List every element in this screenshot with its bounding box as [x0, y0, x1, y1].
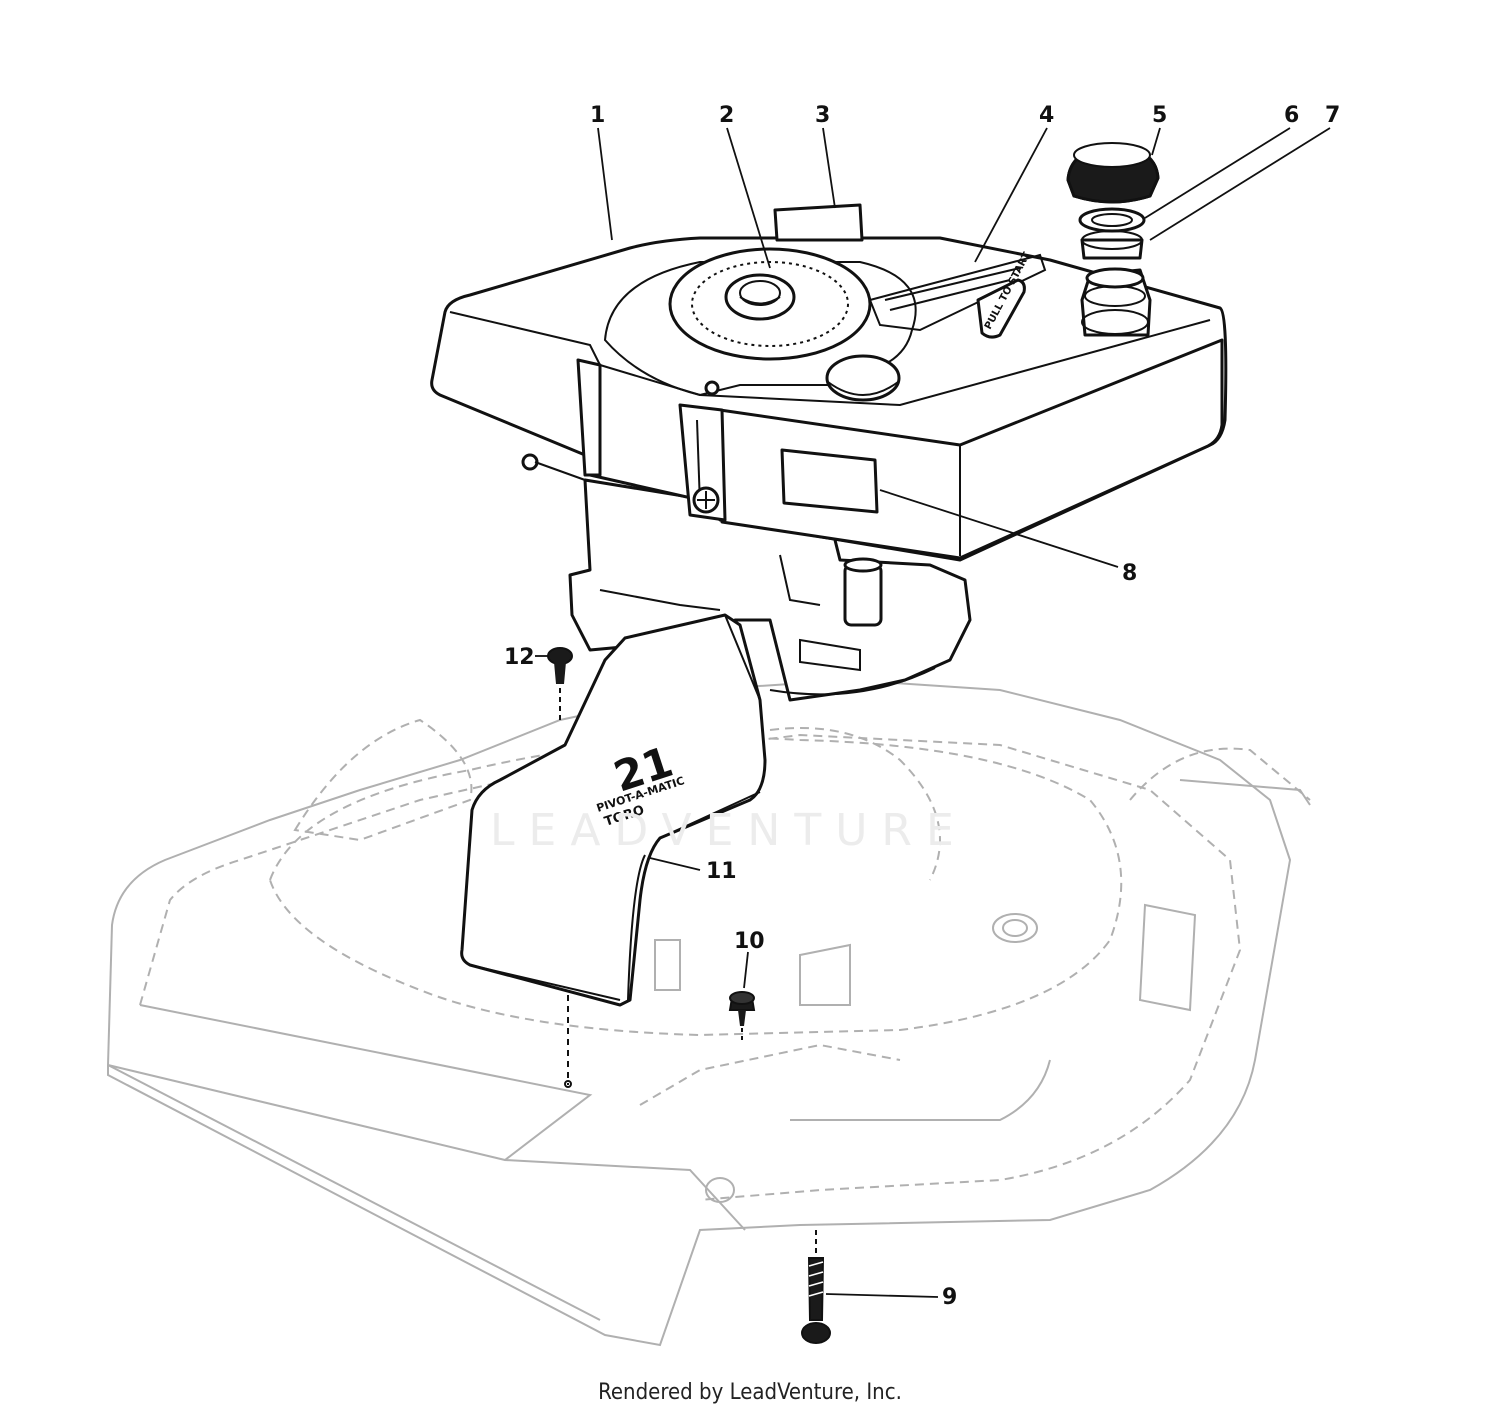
callout-2: 2 [719, 103, 734, 128]
callout-1: 1 [590, 103, 605, 128]
callout-4: 4 [1039, 103, 1054, 128]
callout-10: 10 [734, 929, 765, 954]
engine-crankcase [568, 478, 972, 702]
watermark: LEADVENTURE [490, 805, 968, 856]
callout-12: 12 [504, 645, 535, 670]
callout-11: 11 [706, 859, 737, 884]
callout-8: 8 [1122, 561, 1137, 586]
screw-part-10 [728, 991, 756, 1040]
callout-7: 7 [1325, 103, 1340, 128]
screw-part-12 [547, 647, 573, 1088]
fuel-cap-assembly [1066, 142, 1160, 260]
bolt-part-9 [801, 1230, 831, 1344]
callout-labels: 1 2 3 4 5 6 7 8 9 10 11 12 [504, 103, 1340, 1310]
footer-credit: Rendered by LeadVenture, Inc. [598, 1380, 902, 1405]
callout-6: 6 [1284, 103, 1299, 128]
callout-9: 9 [942, 1285, 957, 1310]
callout-3: 3 [815, 103, 830, 128]
blower-housing-shroud: PULL TO START [430, 203, 1228, 562]
mower-deck [107, 678, 1311, 1347]
chute-deflector: 21 PIVOT-A-MATIC TORO [460, 613, 767, 1007]
leader-lines [535, 127, 1331, 1298]
callout-5: 5 [1152, 103, 1167, 128]
